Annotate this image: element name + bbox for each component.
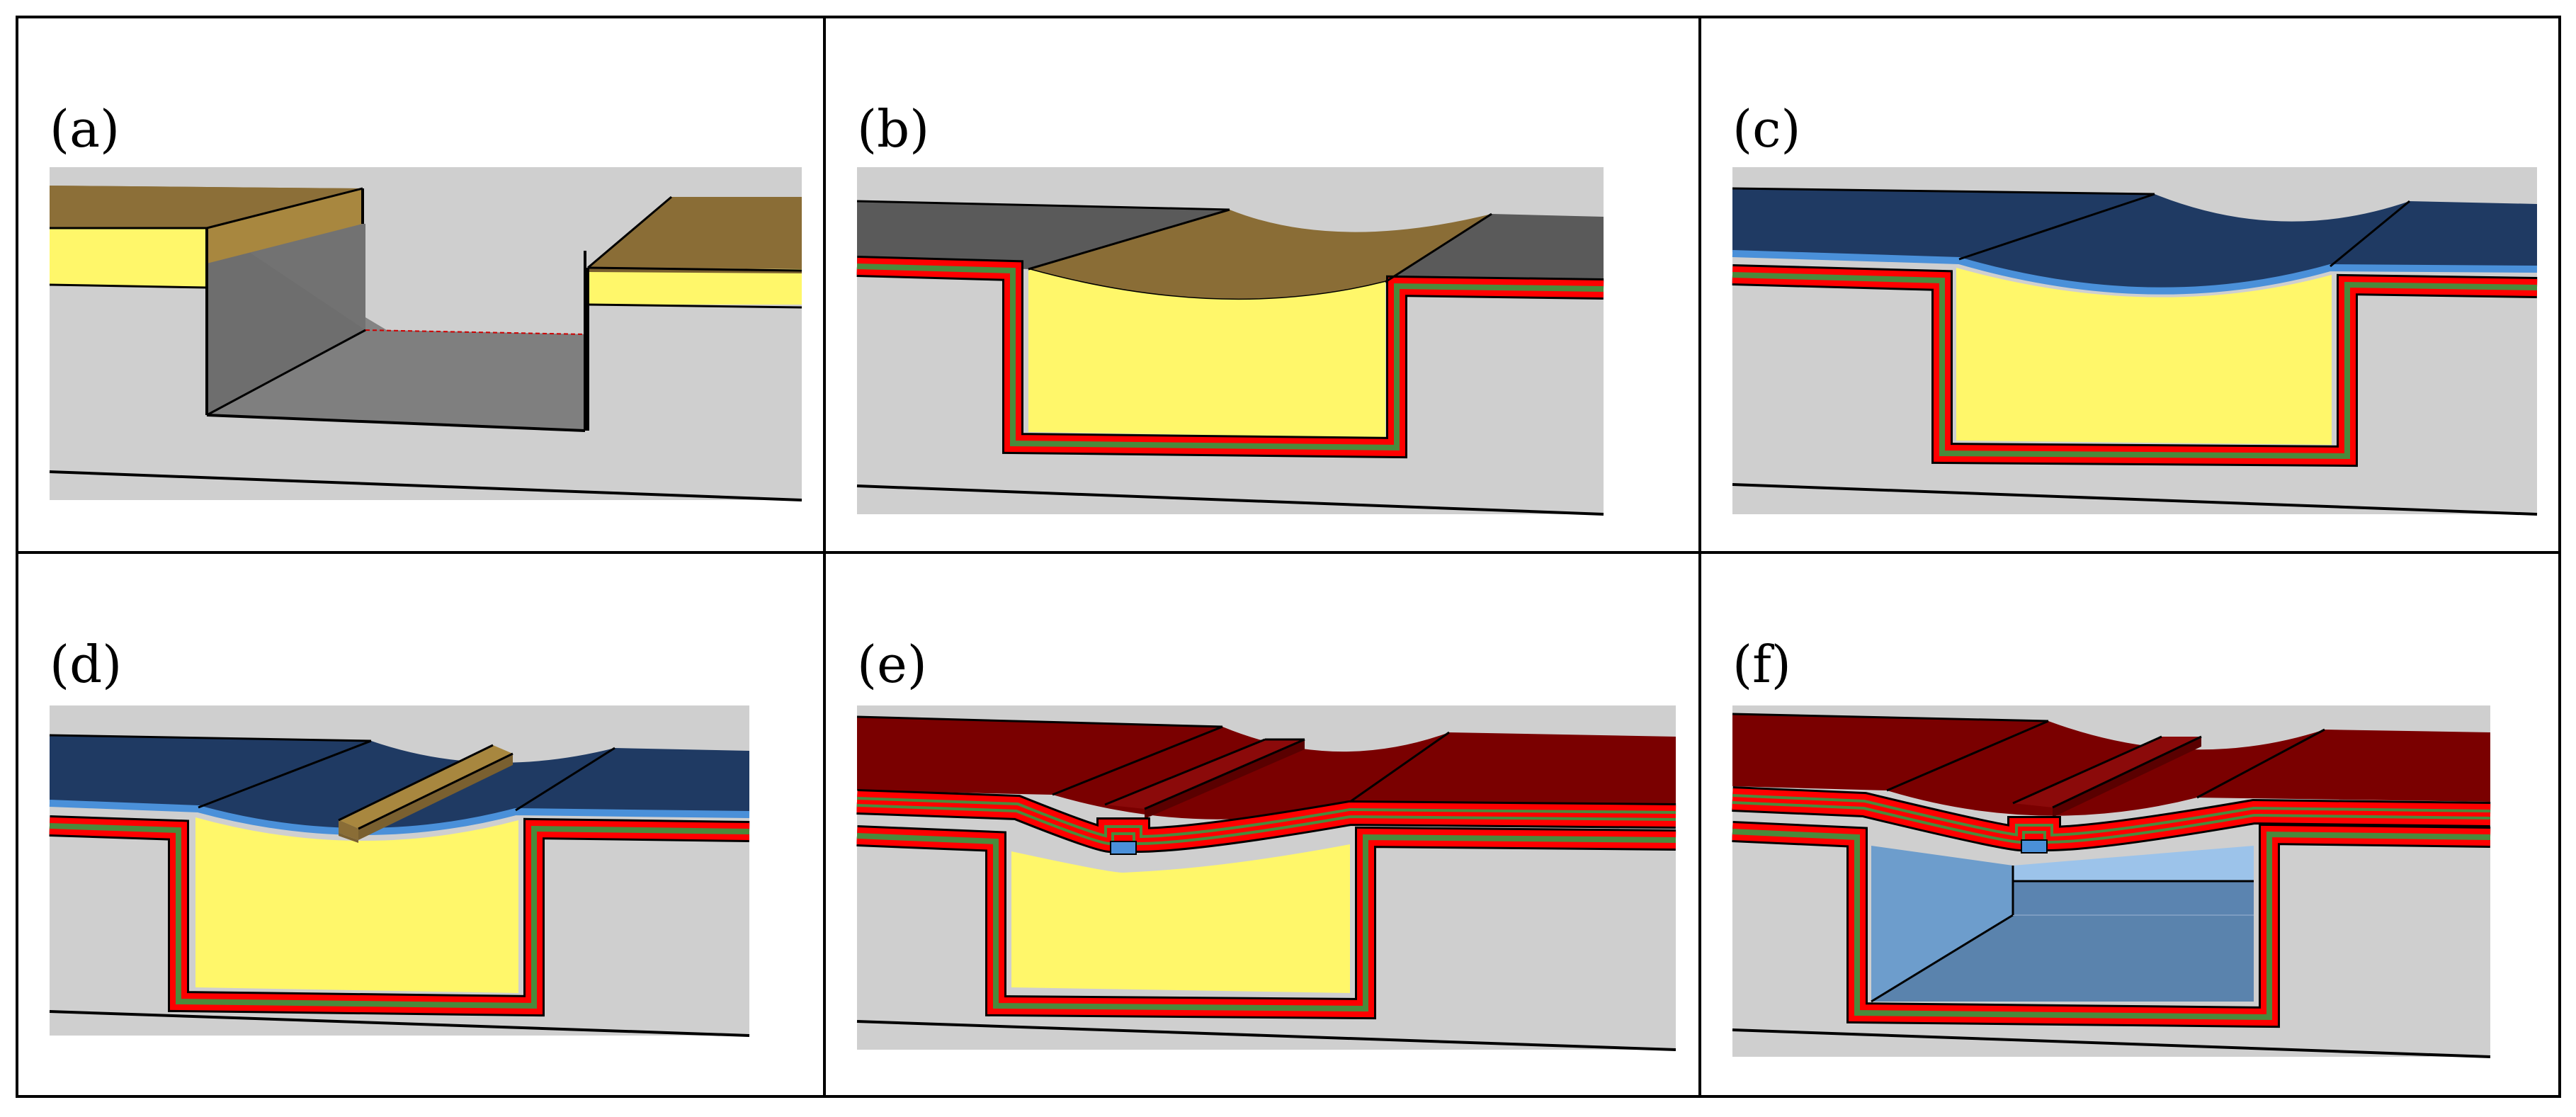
process-step-diagram [856,167,1604,516]
panel-f: (f) [1701,554,2561,1098]
panel-label: (d) [50,635,123,694]
figure-frame [16,16,2561,1098]
process-step-diagram [856,705,1676,1051]
panel-d: (d) [18,554,823,1098]
grid-divider-2 [1698,16,1701,1098]
process-step-diagram [1732,705,2491,1058]
process-step-diagram [49,705,750,1037]
panel-label: (e) [857,635,927,694]
panel-a: (a) [18,18,823,551]
panel-label: (b) [857,99,930,159]
grid-divider-1 [823,16,826,1098]
panel-label: (f) [1732,635,1791,694]
process-step-diagram [49,167,802,501]
panel-label: (a) [50,99,120,159]
panel-e: (e) [826,554,1698,1098]
grid-divider-row [16,551,2561,554]
panel-c: (c) [1701,18,2561,551]
process-step-diagram [1732,167,2538,516]
panel-label: (c) [1732,99,1801,159]
panel-b: (b) [826,18,1698,551]
